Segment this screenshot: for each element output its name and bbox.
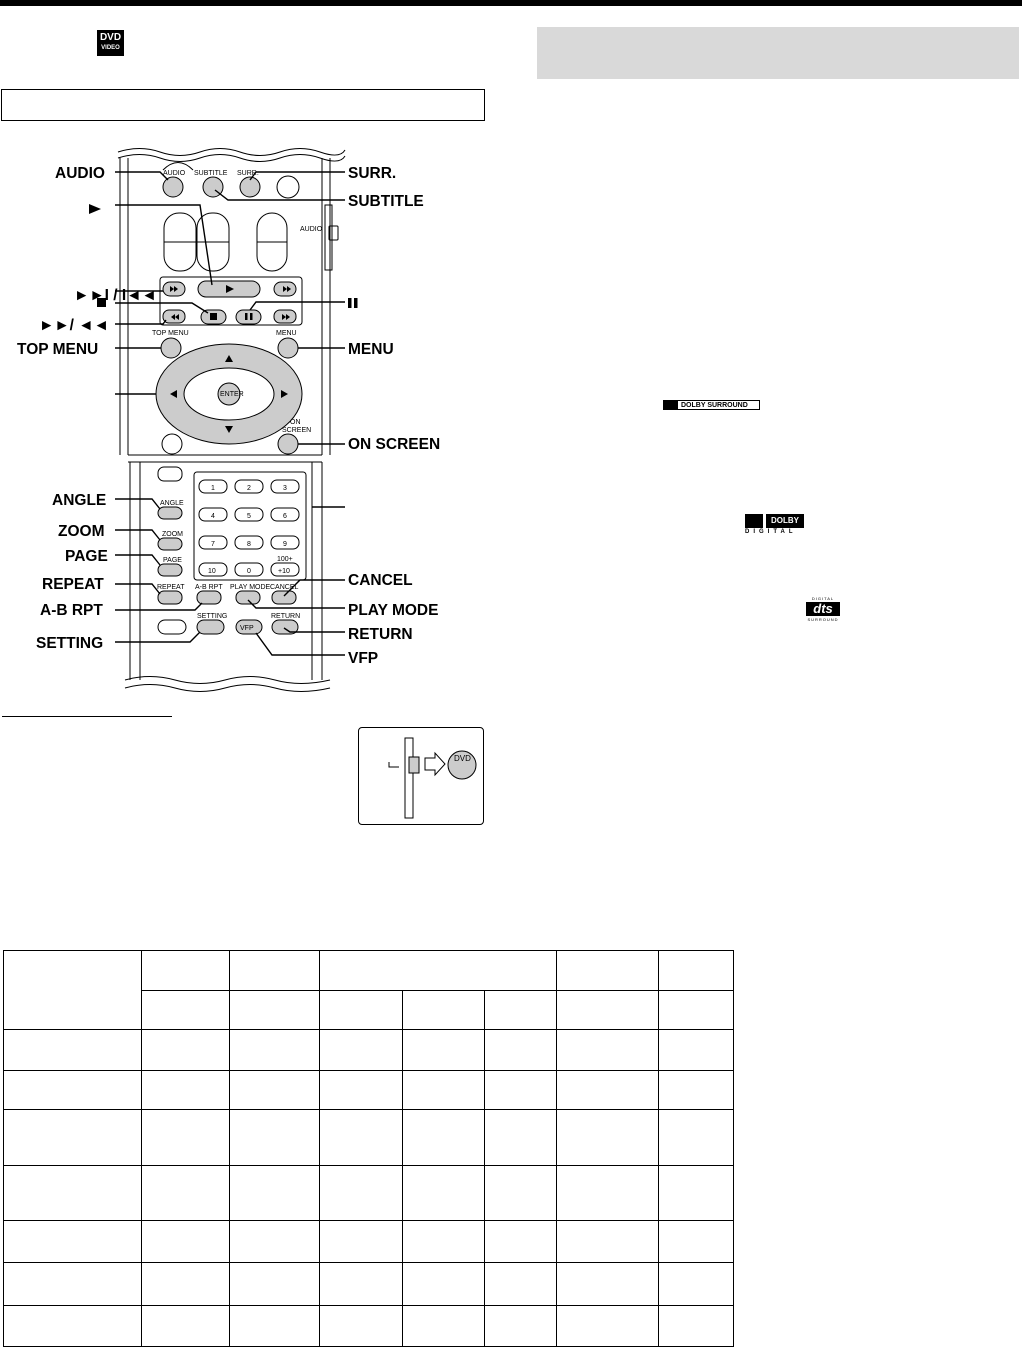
svg-text:ANGLE: ANGLE <box>160 500 184 507</box>
table-row <box>3 1029 734 1071</box>
svg-text:+10: +10 <box>278 568 290 575</box>
label-subtitle: SUBTITLE <box>348 193 424 210</box>
svg-text:CANCEL: CANCEL <box>270 584 299 591</box>
svg-text:AUDIO: AUDIO <box>300 226 323 233</box>
section-title-box <box>1 89 485 121</box>
label-cancel: CANCEL <box>348 572 413 589</box>
table-row <box>3 1305 734 1347</box>
dolby-surround-logo: DOLBY SURROUND <box>663 400 760 410</box>
subheading-underline <box>2 716 172 717</box>
label-play-mode: PLAY MODE <box>348 602 438 619</box>
svg-text:RETURN: RETURN <box>271 613 300 620</box>
table-row <box>3 1109 734 1166</box>
label-on-screen: ON SCREEN <box>348 436 440 453</box>
svg-text:SUBTITLE: SUBTITLE <box>194 170 228 177</box>
feature-table <box>3 950 734 1347</box>
svg-text:1: 1 <box>211 485 215 492</box>
svg-text:0: 0 <box>247 568 251 575</box>
table-row <box>3 1220 734 1263</box>
label-angle: ANGLE <box>52 492 106 509</box>
label-surr: SURR. <box>348 165 396 182</box>
svg-text:5: 5 <box>247 513 251 520</box>
svg-text:A-B RPT: A-B RPT <box>195 584 223 591</box>
svg-text:MENU: MENU <box>276 330 297 337</box>
double-d-icon <box>664 401 678 409</box>
svg-text:8: 8 <box>247 541 251 548</box>
svg-text:6: 6 <box>283 513 287 520</box>
svg-text:ZOOM: ZOOM <box>162 531 183 538</box>
svg-text:SETTING: SETTING <box>197 613 227 620</box>
svg-text:TOP MENU: TOP MENU <box>152 330 189 337</box>
mode-switch-inset: DVD <box>358 727 484 825</box>
label-skip: ►►I / I◄◄ <box>74 287 157 304</box>
svg-text:AUDIO: AUDIO <box>163 170 186 177</box>
label-menu: MENU <box>348 341 394 358</box>
table-row <box>3 950 734 1030</box>
svg-text:ON: ON <box>290 419 301 426</box>
svg-text:4: 4 <box>211 513 215 520</box>
section-heading-bar <box>537 27 1019 79</box>
label-audio: AUDIO <box>55 165 105 182</box>
dolby-digital-logo: DOLBY DIGITAL <box>745 514 805 536</box>
svg-text:SURR.: SURR. <box>237 170 259 177</box>
label-return: RETURN <box>348 626 413 643</box>
label-zoom: ZOOM <box>58 523 105 540</box>
label-vfp: VFP <box>348 650 378 667</box>
dts-logo: DIGITAL dts SURROUND <box>806 596 840 622</box>
label-ab-rpt: A-B RPT <box>40 602 103 619</box>
svg-text:ENTER: ENTER <box>220 391 244 398</box>
label-setting: SETTING <box>36 635 103 652</box>
svg-text:7: 7 <box>211 541 215 548</box>
svg-text:PLAY MODE: PLAY MODE <box>230 584 271 591</box>
top-rule <box>0 0 1022 6</box>
mode-switch-illustration: DVD <box>388 737 477 819</box>
keypad: 1 2 3 4 5 6 7 8 9 10 0 +10 <box>208 485 290 575</box>
table-row <box>3 1165 734 1221</box>
svg-text:10: 10 <box>208 568 216 575</box>
svg-text:3: 3 <box>283 485 287 492</box>
svg-text:100+: 100+ <box>277 556 293 563</box>
svg-text:VFP: VFP <box>240 625 254 632</box>
svg-text:PAGE: PAGE <box>163 557 182 564</box>
svg-text:DVD: DVD <box>454 754 471 763</box>
double-d-icon <box>745 514 763 528</box>
remote-control-diagram: AUDIO SUBTITLE SURR. AUDIO TOP MENU MENU… <box>17 148 440 692</box>
label-page: PAGE <box>65 548 108 565</box>
label-repeat: REPEAT <box>42 576 104 593</box>
label-fast: ►►/ ◄◄ <box>39 317 109 334</box>
label-top-menu: TOP MENU <box>17 341 98 358</box>
svg-text:2: 2 <box>247 485 251 492</box>
svg-text:REPEAT: REPEAT <box>157 584 185 591</box>
table-row <box>4 990 734 1030</box>
table-row <box>3 1070 734 1110</box>
dvd-video-icon: DVD VIDEO <box>97 30 124 56</box>
svg-text:SCREEN: SCREEN <box>282 427 311 434</box>
svg-text:9: 9 <box>283 541 287 548</box>
table-row <box>3 1262 734 1306</box>
